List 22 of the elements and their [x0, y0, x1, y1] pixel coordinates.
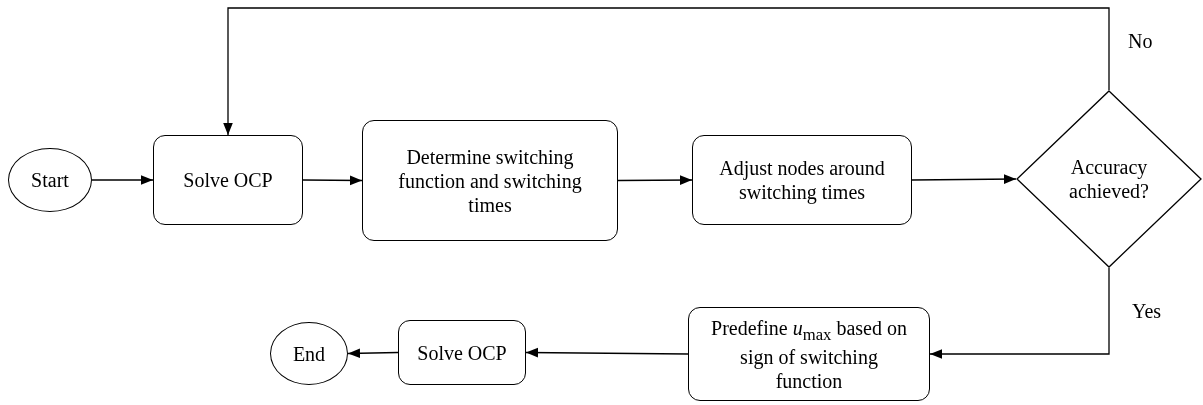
node-label: Start	[31, 168, 69, 192]
process-box	[362, 120, 618, 241]
arrow	[91, 175, 154, 185]
node-label: Determine switching function and switching times	[397, 144, 583, 217]
decision-diamond	[1016, 90, 1202, 268]
process-box	[688, 307, 930, 401]
arrow	[223, 7, 1110, 136]
arrow	[302, 175, 363, 186]
arrow	[617, 175, 693, 185]
node-label: Solve OCP	[417, 340, 507, 365]
node-label: Solve OCP	[183, 168, 273, 192]
arrow	[525, 347, 689, 358]
node-label: Predefine u$_{max}$ based on sign of switching function	[710, 315, 908, 393]
node-label: Adjust nodes around switching times	[718, 156, 886, 204]
process-box	[398, 320, 526, 385]
process-box	[692, 135, 912, 225]
arrow	[911, 174, 1017, 184]
node-label: End	[292, 341, 326, 366]
node-label: Accuracy achieved?	[1068, 155, 1150, 203]
arrow	[347, 348, 399, 359]
process-box	[153, 135, 303, 225]
arrow	[929, 267, 1110, 359]
